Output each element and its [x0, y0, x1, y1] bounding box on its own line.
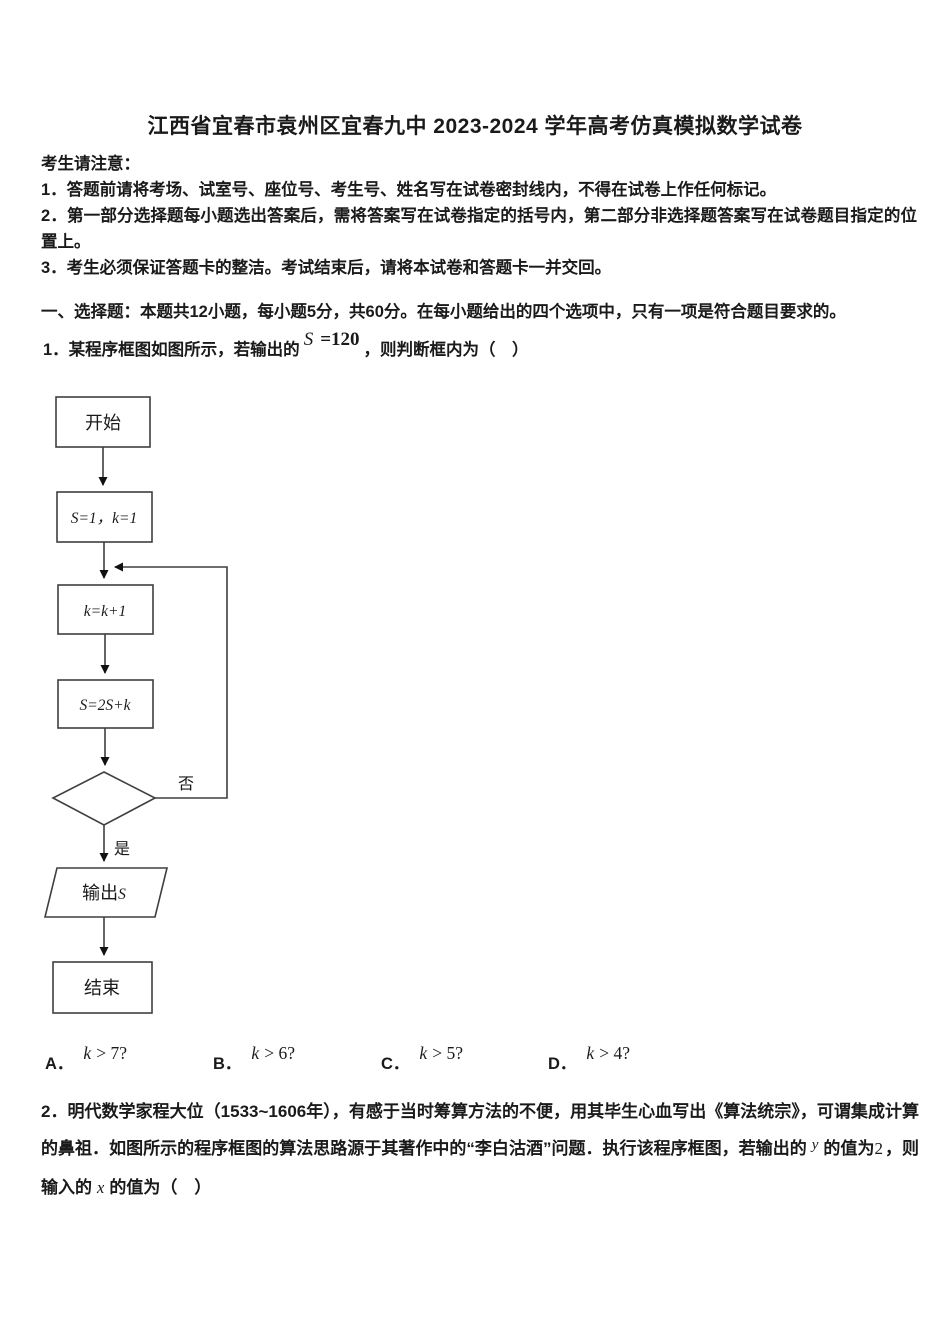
- q2-seg3: ，则输入的: [41, 1139, 920, 1197]
- output-label: 输出S: [82, 883, 126, 903]
- notice-item-1: 1．答题前请将考场、试室号、座位号、考生号、姓名写在试卷密封线内，不得在试卷上作…: [41, 181, 777, 199]
- option-a-var: k: [83, 1043, 92, 1063]
- option-a-formula: k> 7?: [83, 1043, 127, 1063]
- increment-label: k=k+1: [84, 603, 126, 620]
- end-box: [52, 961, 153, 1014]
- no-branch-label: 否: [178, 776, 194, 793]
- loop-back-line: [114, 562, 228, 799]
- q1-option-b: B． k> 6?: [213, 1040, 295, 1073]
- option-d-letter: D．: [548, 1055, 577, 1073]
- q1-formula: S =120: [304, 329, 360, 351]
- q1-option-d: D． k> 4?: [548, 1040, 630, 1073]
- accumulate-label: S=2S+k: [79, 697, 131, 714]
- option-a-letter: A．: [45, 1055, 74, 1073]
- q2-var-x: x: [97, 1178, 105, 1197]
- notice-item-3: 3．考生必须保证答题卡的整洁。考试结束后，请将本试卷和答题卡一并交回。: [41, 259, 612, 277]
- question-2-stem: 2．明代数学家程大位（1533~1606年），有感于当时筹算方法的不便，用其毕生…: [41, 1093, 919, 1206]
- start-box: [55, 396, 151, 448]
- section1-heading: 一、选择题：本题共12小题，每小题5分，共60分。在每小题给出的四个选项中，只有…: [41, 303, 846, 321]
- option-b-var: k: [251, 1043, 260, 1063]
- option-c-formula: k> 5?: [419, 1043, 463, 1063]
- candidate-notice: 考生请注意： 1．答题前请将考场、试室号、座位号、考生号、姓名写在试卷密封线内，…: [41, 151, 917, 281]
- q2-value-2: 2: [874, 1139, 883, 1158]
- q1-prefix: 1．某程序框图如图所示，若输出的: [43, 341, 300, 359]
- accumulate-box: [57, 679, 154, 729]
- yes-branch-label: 是: [114, 841, 130, 858]
- q2-seg4: 的值为（ ）: [109, 1178, 212, 1197]
- q2-var-y: y: [811, 1137, 819, 1153]
- increment-box: [57, 584, 154, 635]
- page-title: 江西省宜春市袁州区宜春九中 2023-2024 学年高考仿真模拟数学试卷: [147, 115, 803, 138]
- start-label: 开始: [85, 413, 121, 433]
- option-b-formula: k> 6?: [251, 1043, 295, 1063]
- option-c-var: k: [419, 1043, 428, 1063]
- option-b-letter: B．: [213, 1055, 242, 1073]
- q1-formula-rest: =120: [320, 329, 360, 350]
- option-d-rest: > 4?: [599, 1043, 630, 1063]
- decision-diamond: [51, 771, 157, 826]
- init-label: S=1，k=1: [71, 510, 138, 527]
- q1-suffix: ，则判断框内为（ ）: [363, 341, 529, 359]
- option-c-letter: C．: [381, 1055, 410, 1073]
- end-label: 结束: [84, 978, 120, 998]
- option-c-rest: > 5?: [432, 1043, 463, 1063]
- notice-heading: 考生请注意：: [41, 155, 140, 173]
- notice-item-2: 2．第一部分选择题每小题选出答案后，需将答案写在试卷指定的括号内，第二部分非选择…: [41, 207, 917, 251]
- q1-flowchart: 开始 S=1，k=1 k=k+1 S=2S+k 否 是 输出S 结束: [43, 396, 228, 1014]
- q2-seg2: 的值为: [823, 1139, 875, 1158]
- q1-option-a: A． k> 7?: [45, 1040, 127, 1073]
- option-a-rest: > 7?: [96, 1043, 127, 1063]
- option-b-rest: > 6?: [264, 1043, 295, 1063]
- init-box: [56, 491, 153, 543]
- option-d-formula: k> 4?: [586, 1043, 630, 1063]
- option-d-var: k: [586, 1043, 595, 1063]
- output-label-var: S: [118, 886, 126, 903]
- output-parallelogram: [43, 867, 169, 918]
- q1-option-c: C． k> 5?: [381, 1040, 463, 1073]
- q2-seg1: 2．明代数学家程大位（1533~1606年），有感于当时筹算方法的不便，用其毕生…: [41, 1102, 919, 1158]
- output-label-cn: 输出: [82, 883, 118, 903]
- q1-formula-var: S: [303, 329, 314, 350]
